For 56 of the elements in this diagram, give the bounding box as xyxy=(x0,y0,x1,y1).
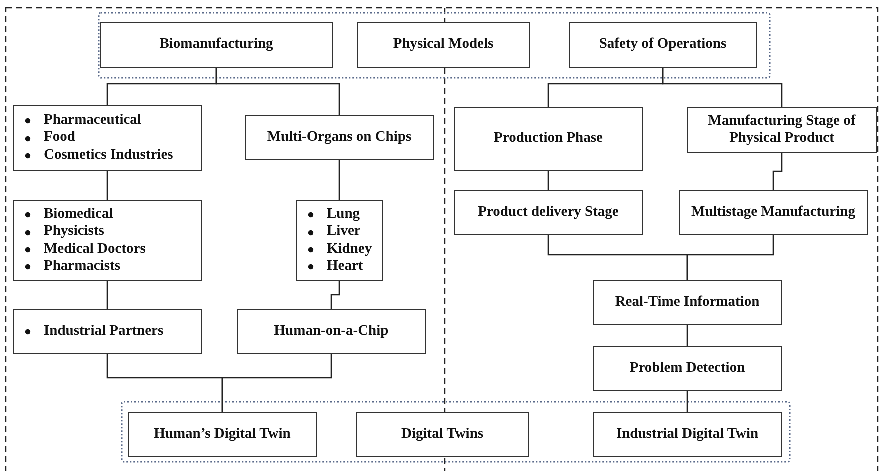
process-box xyxy=(128,412,317,457)
process-box xyxy=(357,22,530,68)
list-item: Medical Doctors xyxy=(22,240,146,258)
box-label: Human-on-a-Chip xyxy=(274,322,389,340)
box-label: Production Phase xyxy=(494,130,603,148)
list-item: Physicists xyxy=(22,223,104,240)
process-box xyxy=(593,412,782,457)
connector-line xyxy=(106,171,108,200)
process-box xyxy=(454,190,643,235)
list-box xyxy=(13,105,202,171)
connector-line xyxy=(548,171,550,190)
box-label: Industrial Digital Twin xyxy=(616,426,759,444)
list-box xyxy=(13,309,202,354)
process-box xyxy=(454,107,643,171)
box-label: Problem Detection xyxy=(630,360,746,378)
process-box xyxy=(100,22,333,68)
box-label: Physical Models xyxy=(393,36,494,54)
box-label: Digital Twins xyxy=(401,426,484,444)
process-box xyxy=(356,412,529,457)
process-box xyxy=(679,190,868,235)
list-box xyxy=(13,200,202,281)
connector-line xyxy=(662,68,783,107)
box-label: Multistage Manufacturing xyxy=(692,204,856,222)
connector-line xyxy=(338,160,340,200)
connector-line xyxy=(330,281,340,309)
process-box xyxy=(237,309,426,354)
list-item: Food xyxy=(22,129,76,147)
connector-line xyxy=(216,68,340,115)
list-item: Industrial Partners xyxy=(22,322,164,340)
list-item: Lung xyxy=(305,206,360,224)
process-box xyxy=(593,280,782,325)
list-item: Liver xyxy=(305,223,361,240)
box-label: Biomanufacturing xyxy=(160,36,274,54)
box-label: Safety of Operations xyxy=(599,36,727,54)
process-box xyxy=(569,22,757,68)
connector-line xyxy=(222,354,332,412)
box-label: Real-Time Information xyxy=(615,294,760,312)
process-box xyxy=(593,346,782,391)
list-item: Kidney xyxy=(305,240,372,258)
box-label: Human’s Digital Twin xyxy=(154,426,291,444)
list-item: Pharmaceutical xyxy=(22,112,142,130)
list-item: Cosmetics Industries xyxy=(22,146,174,164)
box-label: Multi-Organs on Chips xyxy=(267,128,412,146)
box-label: Manufacturing Stage of Physical Product xyxy=(707,112,857,148)
connector-line xyxy=(686,325,688,346)
list-item: Biomedical xyxy=(22,206,114,224)
list-item: Pharmacists xyxy=(22,258,121,276)
process-box xyxy=(245,115,434,160)
list-box xyxy=(296,200,383,281)
connector-line xyxy=(686,235,774,280)
process-box xyxy=(687,107,877,153)
list-item: Heart xyxy=(305,258,364,276)
connector-line xyxy=(772,153,783,190)
connector-line xyxy=(106,281,108,309)
connector-line xyxy=(686,391,688,412)
box-label: Product delivery Stage xyxy=(478,204,619,222)
